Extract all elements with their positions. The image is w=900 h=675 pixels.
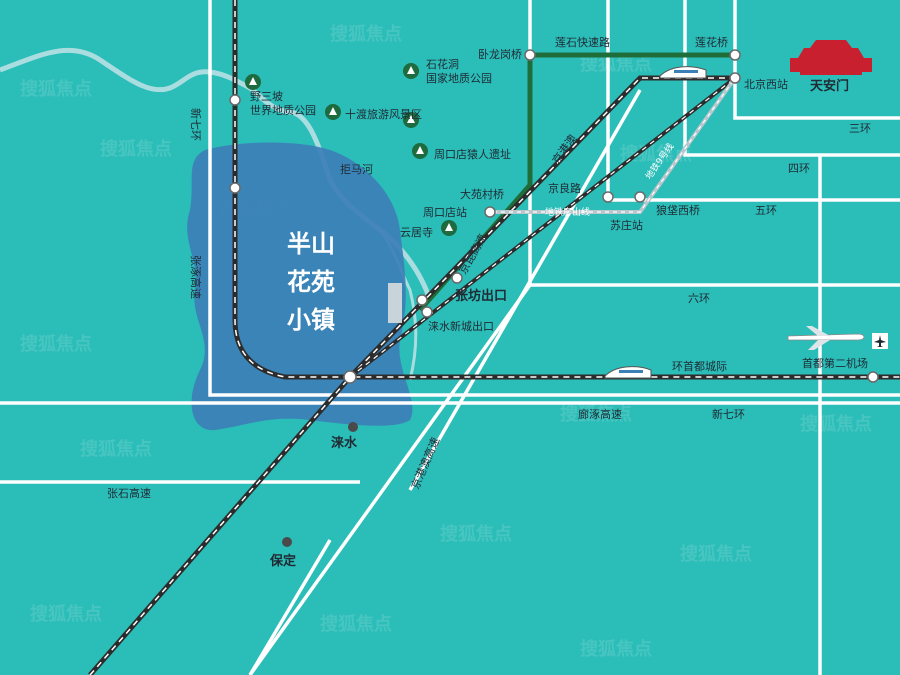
- road-jinggangao: [418, 55, 533, 312]
- watermark: 搜狐焦点: [580, 53, 652, 75]
- label-baoding: 保定: [269, 553, 296, 569]
- watermark: 搜狐焦点: [80, 438, 152, 460]
- node-jingliang: [602, 191, 614, 203]
- train-icon: [659, 66, 707, 79]
- label-jumahe: 拒马河: [340, 163, 373, 176]
- tree-icon: [245, 74, 261, 90]
- label-laishui: 涞水: [331, 435, 358, 451]
- node-airport: [867, 371, 879, 383]
- label-shidu: 十渡旅游风景区: [345, 107, 422, 121]
- tree-icon: [412, 143, 428, 159]
- watermark: 搜狐焦点: [620, 143, 692, 165]
- park-icons: [245, 63, 457, 236]
- node-wolonggang: [524, 49, 536, 61]
- label-langyuanxi: 狼垡西桥: [656, 203, 700, 217]
- railway-second-dash: [349, 77, 736, 378]
- tree-icon: [403, 63, 419, 79]
- metro-line-dash: [485, 77, 736, 213]
- label-beijingwest: 北京西站: [744, 77, 788, 91]
- label-shihuadong: 石花洞: [426, 58, 459, 71]
- node-zhoukoudian-station: [484, 206, 496, 218]
- label-xinqi-vertical: 新七环: [189, 108, 203, 141]
- node-laishui-new: [421, 306, 433, 318]
- label-lianshi: 莲石快速路: [555, 36, 610, 49]
- watermark-layer: 搜狐焦点 搜狐焦点 搜狐焦点 搜狐焦点 搜狐焦点 搜狐焦点 搜狐焦点 搜狐焦点 …: [20, 23, 872, 660]
- node-yesanpo: [229, 94, 241, 106]
- station-nodes: [229, 49, 879, 384]
- label-zhangzhuo: 张涿高速: [189, 255, 203, 299]
- road-xinqi-ring: [208, 0, 900, 397]
- label-shihuadong-park: 国家地质公园: [426, 71, 492, 85]
- project-name-line3: 小镇: [287, 306, 335, 334]
- train-icon: [604, 366, 652, 379]
- watermark: 搜狐焦点: [440, 523, 512, 545]
- watermark: 搜狐焦点: [800, 413, 872, 435]
- label-suzhuang: 苏庄站: [610, 218, 643, 232]
- road-jinggangao-south: [248, 283, 532, 675]
- watermark: 搜狐焦点: [100, 138, 172, 160]
- tree-icon: [403, 112, 419, 128]
- label-ring5: 五环: [755, 204, 777, 217]
- label-dayuancun: 大苑村桥: [460, 187, 504, 201]
- watermark: 搜狐焦点: [320, 613, 392, 635]
- label-wolonggang: 卧龙岗桥: [478, 48, 522, 61]
- tree-icon: [441, 220, 457, 236]
- road-baoding: [248, 539, 332, 675]
- road-ring4: [683, 0, 900, 157]
- label-jinggangao: 京港澳高速: [408, 435, 442, 491]
- label-metro: 地铁房山线: [545, 206, 590, 218]
- label-zhoukoudian: 周口店猿人遗址: [434, 147, 511, 161]
- node-laishui-exit: [416, 294, 428, 306]
- label-ring4: 四环: [788, 162, 810, 175]
- watermark: 搜狐焦点: [30, 603, 102, 625]
- watermark: 搜狐焦点: [20, 78, 92, 100]
- airport-icon: [872, 333, 888, 349]
- label-yesanpo: 野三坡: [250, 90, 283, 103]
- label-zhangshi: 张石高速: [107, 486, 151, 500]
- watermark: 搜狐焦点: [20, 333, 92, 355]
- label-jingkun: 京昆高速: [455, 231, 489, 276]
- label-tiananmen: 天安门: [810, 78, 849, 94]
- node-hub: [343, 370, 357, 384]
- watermark: 搜狐焦点: [330, 23, 402, 45]
- node-baoding: [282, 537, 292, 547]
- label-jinggang: 京港澳: [549, 132, 579, 167]
- tiananmen-gate-icon: [790, 40, 872, 75]
- road-jingkun-south: [408, 89, 642, 491]
- node-laishui: [348, 422, 358, 432]
- station-building: [388, 283, 402, 323]
- label-yesanpo-park: 世界地质公园: [250, 104, 316, 117]
- label-laishui-new-exit: 涞水新城出口: [428, 319, 494, 333]
- label-xinqi-south: 新七环: [712, 407, 745, 421]
- label-jingliang: 京良路: [548, 181, 581, 195]
- label-lianhua: 莲花桥: [695, 36, 728, 49]
- label-intercity: 环首都城际: [672, 359, 727, 373]
- label-yunju: 云居寺: [400, 226, 433, 239]
- label-ring6: 六环: [688, 292, 710, 305]
- watermark: 搜狐焦点: [560, 403, 632, 425]
- project-name-line1: 半山: [287, 230, 335, 258]
- project-area: [187, 142, 413, 431]
- label-airport: 首都第二机场: [802, 356, 868, 370]
- watermark: 搜狐焦点: [580, 638, 652, 660]
- label-ring3: 三环: [849, 122, 871, 135]
- node-langyuanxi: [634, 191, 646, 203]
- label-langzhuo: 廊涿高速: [578, 407, 622, 421]
- airplane-icon: [787, 326, 865, 350]
- node-beijingwest: [729, 72, 741, 84]
- node-lianhua: [729, 49, 741, 61]
- label-zhoukoudian-station: 周口店站: [423, 205, 467, 219]
- node-xinqi: [229, 182, 241, 194]
- node-zhangfang: [451, 272, 463, 284]
- label-zhangfang: 张坊出口: [455, 288, 507, 304]
- watermark: 搜狐焦点: [680, 543, 752, 565]
- tree-icon: [325, 104, 341, 120]
- project-name-line2: 花苑: [287, 268, 335, 296]
- railway-intercity-dash: [234, 0, 900, 378]
- road-ring3: [733, 0, 900, 120]
